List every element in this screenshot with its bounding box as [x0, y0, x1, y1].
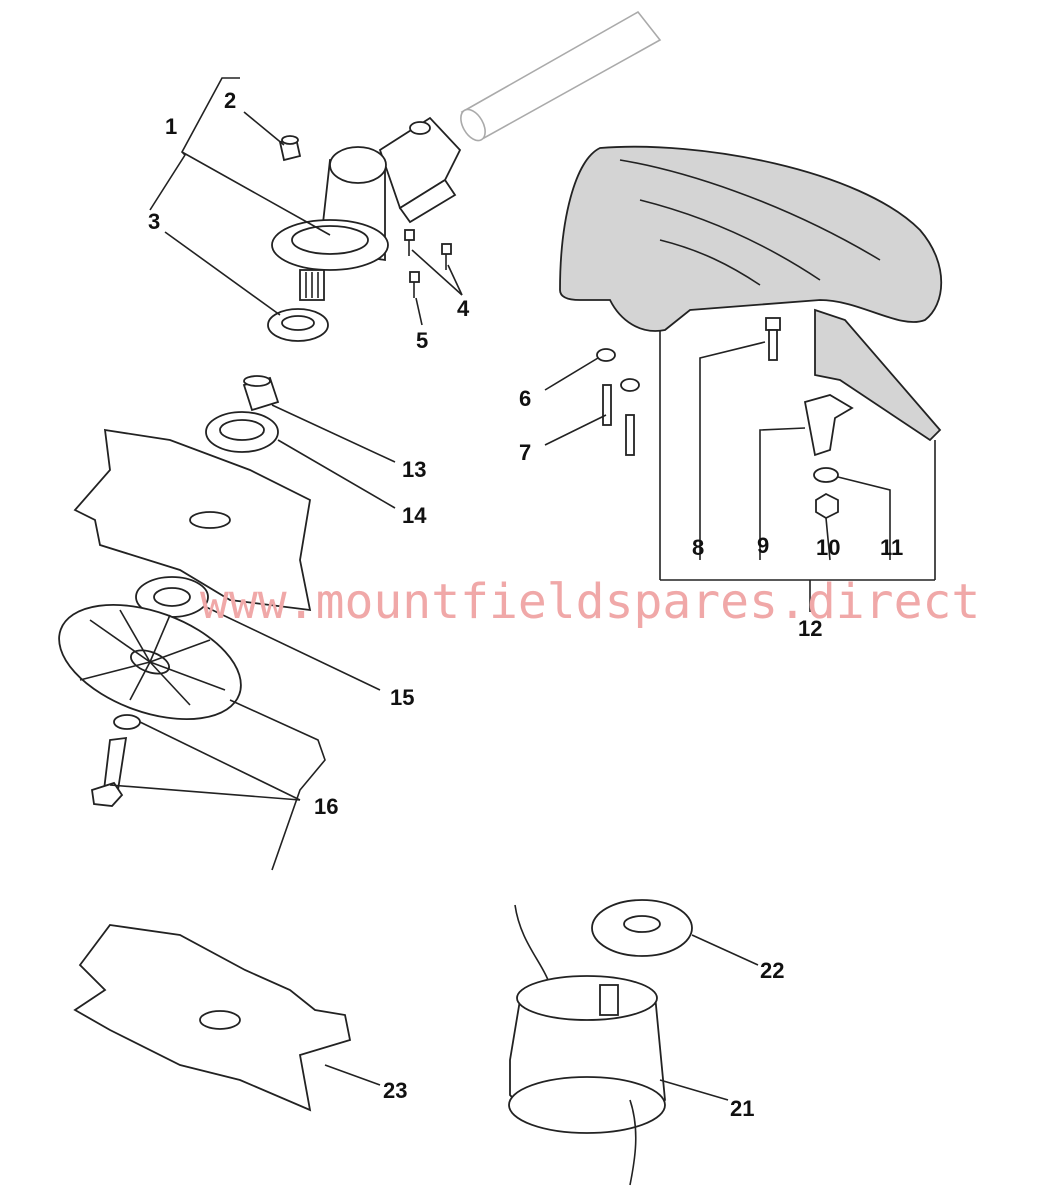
callout-23: 23: [383, 1078, 407, 1103]
gearbox: [271, 116, 462, 301]
callout-2: 2: [224, 88, 236, 113]
callout-11: 11: [880, 535, 903, 560]
callout-10: 10: [816, 535, 840, 560]
cup-16: [58, 603, 242, 721]
gearbox-screws: [404, 229, 452, 298]
grass-guard: [559, 145, 942, 442]
callout-6: 6: [519, 386, 531, 411]
callout-14: 14: [402, 503, 427, 528]
blade-23: [73, 924, 352, 1112]
grease-nipple: [278, 135, 302, 162]
callout-7: 7: [519, 440, 531, 465]
callout-15: 15: [390, 685, 414, 710]
callout-8: 8: [692, 535, 704, 560]
callout-5: 5: [416, 328, 428, 353]
watermark-text: www.mountfieldspares.direct: [200, 574, 980, 630]
trimmer-head-21: [508, 904, 666, 1186]
callout-9: 9: [757, 533, 769, 558]
seal-ring: [267, 308, 329, 342]
washer-22: [591, 899, 693, 957]
callout-1: 1: [165, 114, 177, 139]
callout-13: 13: [402, 457, 426, 482]
washer-15: [135, 576, 209, 618]
callout-4: 4: [457, 296, 470, 321]
callout-3: 3: [148, 209, 160, 234]
callout-12: 12: [798, 616, 822, 641]
leader-lines: [109, 77, 936, 1101]
drive-shaft-tube: [460, 10, 662, 142]
spacer-13: [242, 375, 280, 412]
callout-labels: 1 2 3 4 5 6 7 8 9 10 11 12 13 14 15 16 2…: [148, 88, 903, 1121]
bolt-and-washer: [91, 714, 141, 807]
callout-16: 16: [314, 794, 338, 819]
callout-22: 22: [760, 958, 784, 983]
guard-hardware: [596, 317, 854, 520]
top-blade: [73, 428, 312, 612]
bearing-14: [205, 411, 279, 453]
callout-21: 21: [730, 1096, 754, 1121]
